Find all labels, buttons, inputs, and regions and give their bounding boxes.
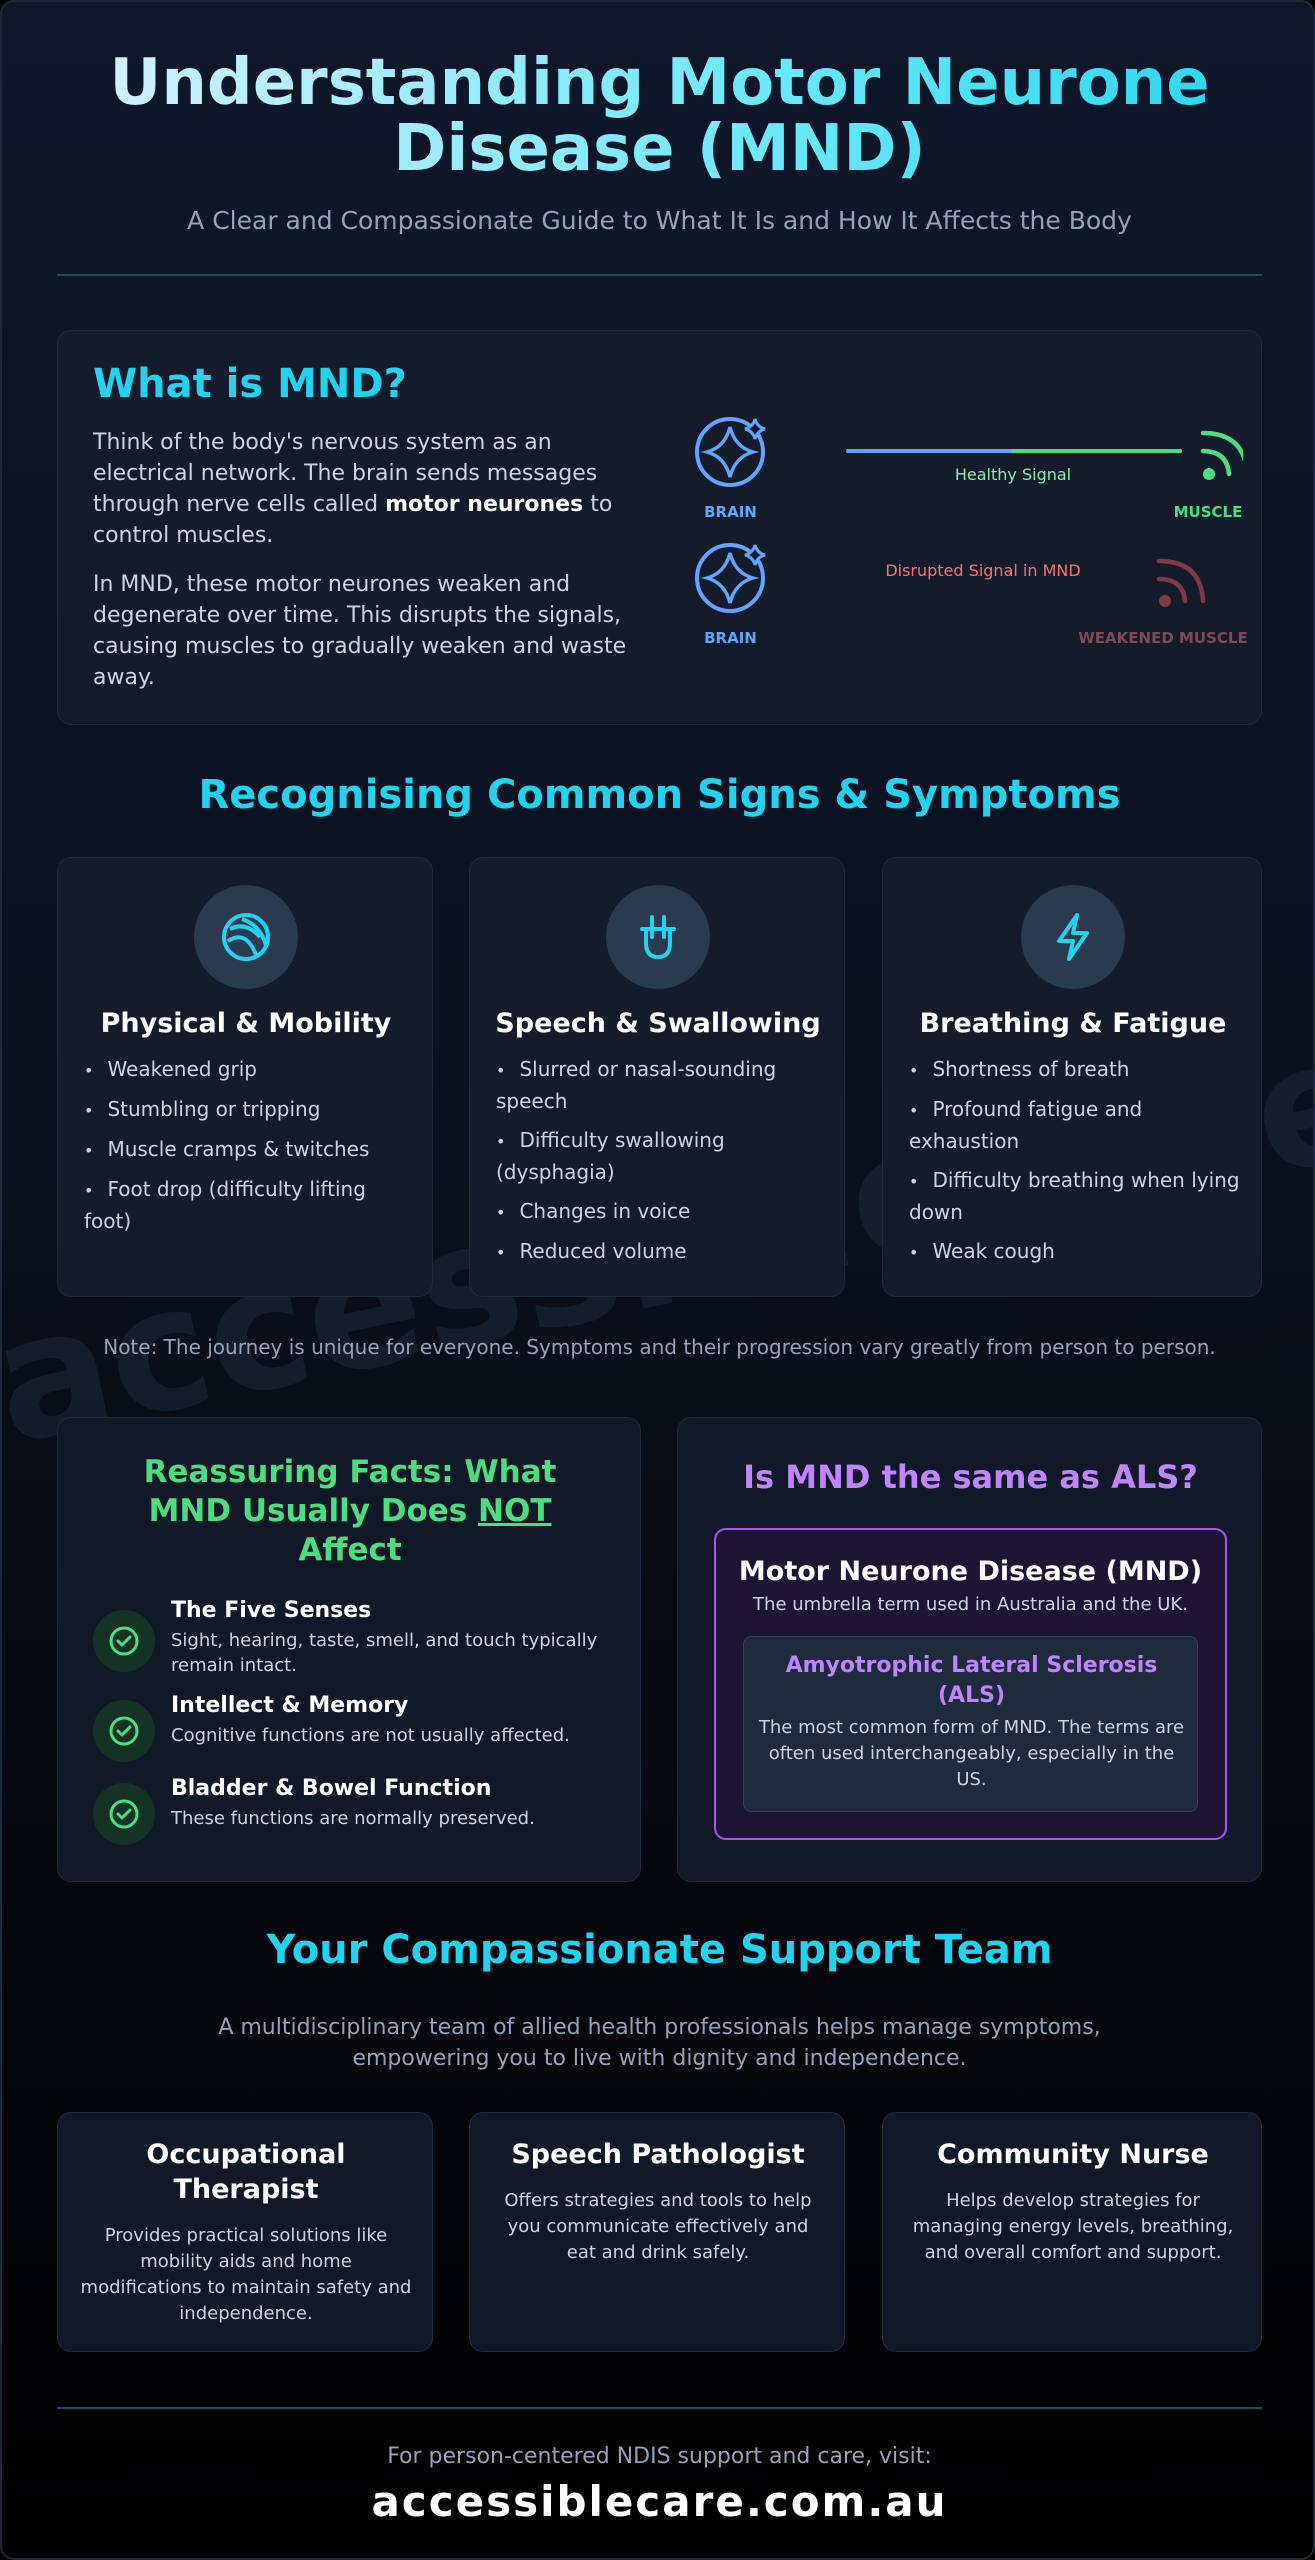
symptom-list: Shortness of breath Profound fatigue and…: [909, 1054, 1245, 1276]
what-is-mnd-paragraph-2: In MND, these motor neurones weaken and …: [93, 572, 627, 690]
symptom-card-speech: Speech & Swallowing Slurred or nasal-sou…: [469, 857, 845, 1297]
role-card-occupational-therapist: Occupational Therapist Provides practica…: [57, 2112, 433, 2352]
footer-text: For person-centered NDIS support and car…: [387, 2444, 932, 2469]
mnd-box: Motor Neurone Disease (MND) The umbrella…: [714, 1528, 1227, 1840]
mnd-box-title: Motor Neurone Disease (MND): [738, 1556, 1203, 1587]
what-is-mnd-paragraph-1: Think of the body's nervous system as an…: [93, 427, 643, 551]
brain-icon-disrupted: [695, 543, 766, 613]
para1-text-a: Think of the body's nervous system as an…: [93, 430, 598, 517]
motor-neurones-term: motor neurones: [385, 492, 584, 517]
reassuring-facts-title: Reassuring Facts: What MND Usually Does …: [98, 1453, 602, 1570]
als-box-title: Amyotrophic Lateral Sclerosis (ALS): [785, 1653, 1158, 1708]
check-icon: [93, 1700, 155, 1762]
symptom-item: Reduced volume: [496, 1236, 826, 1268]
symptom-item: Weak cough: [909, 1236, 1245, 1268]
running-icon: [194, 885, 298, 989]
symptom-card-physical: Physical & Mobility Weakened grip Stumbl…: [57, 857, 433, 1297]
signal-diagram: BRAIN Healthy Signal MUSCLE BRAIN Disrup…: [683, 409, 1248, 669]
role-text: Provides practical solutions like mobili…: [80, 2225, 412, 2324]
fact-text: Cognitive functions are not usually affe…: [171, 1725, 570, 1746]
facts-title-a: Reassuring Facts: What MND Usually Does: [143, 1454, 557, 1529]
role-card-speech-pathologist: Speech Pathologist Offers strategies and…: [469, 2112, 845, 2352]
symptom-card-title: Physical & Mobility: [100, 1008, 392, 1039]
signal-diagram-svg: [695, 417, 1243, 613]
disrupted-signal-label: Disrupted Signal in MND: [885, 561, 1081, 580]
symptom-item: Difficulty breathing when lying down: [909, 1165, 1245, 1228]
page-title: Understanding Motor Neurone Disease (MND…: [2, 50, 1313, 182]
check-icon: [93, 1610, 155, 1672]
symptom-card-breathing: Breathing & Fatigue Shortness of breath …: [882, 857, 1262, 1297]
symptoms-note: Note: The journey is unique for everyone…: [103, 1335, 1216, 1359]
role-card-community-nurse: Community Nurse Helps develop strategies…: [882, 2112, 1262, 2352]
role-text: Helps develop strategies for managing en…: [912, 2190, 1234, 2263]
role-title: Community Nurse: [937, 2139, 1209, 2170]
page-subtitle: A Clear and Compassionate Guide to What …: [187, 206, 1132, 235]
brain-label: BRAIN: [704, 503, 757, 521]
healthy-signal-label: Healthy Signal: [954, 465, 1072, 484]
symptoms-title: Recognising Common Signs & Symptoms: [198, 772, 1121, 818]
support-team-title: Your Compassionate Support Team: [266, 1927, 1053, 1973]
fact-text: Sight, hearing, taste, smell, and touch …: [171, 1630, 598, 1676]
footer-divider: [57, 2407, 1262, 2409]
symptom-item: Muscle cramps & twitches: [84, 1134, 414, 1166]
symptom-card-title: Speech & Swallowing: [495, 1008, 821, 1039]
what-is-mnd-card: What is MND? Think of the body's nervous…: [57, 330, 1262, 725]
mnd-als-card: Is MND the same as ALS? Motor Neurone Di…: [677, 1417, 1262, 1882]
role-title: Speech Pathologist: [511, 2139, 805, 2170]
symptom-list: Weakened grip Stumbling or tripping Musc…: [84, 1054, 414, 1245]
symptom-item: Changes in voice: [496, 1196, 826, 1228]
symptom-card-title: Breathing & Fatigue: [919, 1008, 1227, 1039]
fact-title: The Five Senses: [171, 1598, 372, 1623]
brain-label-disrupted: BRAIN: [704, 629, 757, 647]
mnd-als-title: Is MND the same as ALS?: [743, 1458, 1198, 1496]
facts-title-b: Affect: [298, 1532, 402, 1568]
als-box: Amyotrophic Lateral Sclerosis (ALS) The …: [743, 1636, 1198, 1812]
mnd-box-text: The umbrella term used in Australia and …: [753, 1594, 1188, 1615]
fact-text: These functions are normally preserved.: [171, 1808, 535, 1829]
lightning-icon: [1021, 885, 1125, 989]
symptom-list: Slurred or nasal-sounding speech Difficu…: [496, 1054, 826, 1276]
symptom-item: Weakened grip: [84, 1054, 414, 1086]
what-is-mnd-title: What is MND?: [93, 361, 407, 407]
symptom-item: Profound fatigue and exhaustion: [909, 1094, 1245, 1157]
footer-url-link[interactable]: accessiblecare.com.au: [371, 2477, 948, 2526]
symptom-item: Foot drop (difficulty lifting foot): [84, 1174, 414, 1237]
symptom-item: Stumbling or tripping: [84, 1094, 414, 1126]
symptom-item: Difficulty swallowing (dysphagia): [496, 1125, 826, 1188]
muscle-signal-icon: [1200, 430, 1243, 480]
facts-title-not: NOT: [478, 1493, 552, 1529]
role-text: Offers strategies and tools to help you …: [504, 2190, 812, 2263]
header-divider: [57, 274, 1262, 276]
check-icon: [93, 1783, 155, 1845]
symptom-item: Shortness of breath: [909, 1054, 1245, 1086]
fact-title: Intellect & Memory: [171, 1693, 409, 1718]
symptom-item: Slurred or nasal-sounding speech: [496, 1054, 826, 1117]
support-team-subtitle: A multidisciplinary team of allied healt…: [218, 2015, 1101, 2071]
fact-title: Bladder & Bowel Function: [171, 1776, 492, 1801]
role-title: Occupational Therapist: [146, 2139, 346, 2205]
throat-icon: [606, 885, 710, 989]
als-box-text: The most common form of MND. The terms a…: [758, 1717, 1185, 1790]
brain-icon: [695, 417, 766, 487]
weakened-muscle-icon: [1156, 558, 1206, 607]
para1-text-b: to control muscles.: [93, 492, 613, 548]
reassuring-facts-card: Reassuring Facts: What MND Usually Does …: [57, 1417, 641, 1882]
muscle-label: MUSCLE: [1173, 503, 1243, 521]
weakened-muscle-label: WEAKENED MUSCLE: [1078, 629, 1248, 647]
